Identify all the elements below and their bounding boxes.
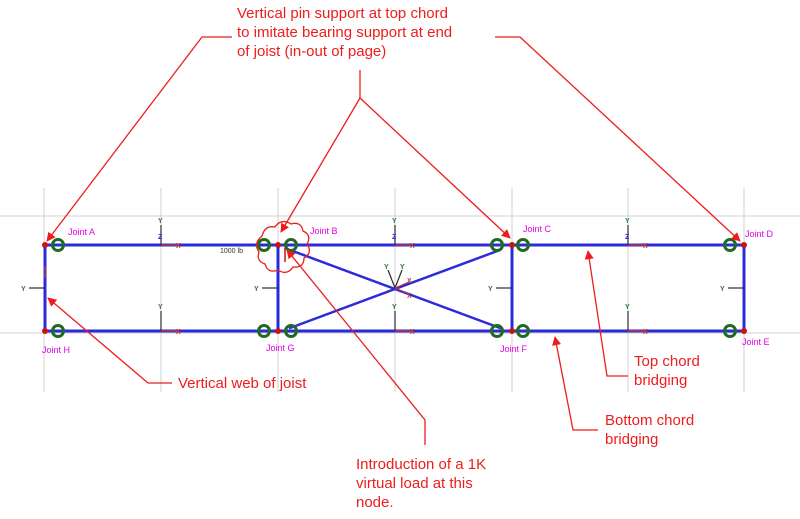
diagonal-2 bbox=[288, 248, 502, 330]
triad-bot-628: Y X bbox=[625, 304, 648, 336]
svg-text:Y: Y bbox=[400, 264, 405, 271]
joint-node-b bbox=[275, 242, 281, 248]
svg-text:to imitate bearing support at: to imitate bearing support at end bbox=[237, 24, 452, 41]
annotation-pin-support: Vertical pin support at top chord to imi… bbox=[237, 5, 452, 60]
support-circle bbox=[490, 324, 504, 338]
svg-text:Bottom chord: Bottom chord bbox=[605, 412, 694, 429]
support-circle bbox=[257, 238, 271, 252]
svg-text:of joist (in-out of page): of joist (in-out of page) bbox=[237, 43, 386, 60]
joint-label-a: Joint A bbox=[68, 227, 95, 237]
leader-pin-to-c bbox=[359, 97, 511, 239]
support-circle bbox=[516, 238, 530, 252]
joint-label-g: Joint G bbox=[266, 343, 295, 353]
leader-bottom-bridging bbox=[552, 336, 598, 431]
joint-label-b: Joint B bbox=[310, 226, 338, 236]
svg-text:X: X bbox=[407, 293, 412, 300]
annotation-virtual-load: Introduction of a 1K virtual load at thi… bbox=[356, 456, 486, 511]
leader-top-bridging bbox=[584, 250, 628, 377]
triad-top-161: Y X Z bbox=[158, 218, 181, 250]
support-circle bbox=[516, 324, 530, 338]
svg-text:Y: Y bbox=[392, 304, 397, 311]
triad-top-395: Y X Z bbox=[392, 218, 415, 250]
svg-text:X: X bbox=[643, 243, 648, 250]
support-circle bbox=[723, 238, 737, 252]
triad-bot-395: Y X bbox=[392, 304, 415, 336]
svg-text:node.: node. bbox=[356, 494, 394, 511]
svg-text:Y: Y bbox=[392, 218, 397, 225]
leader-pin-to-b bbox=[280, 97, 361, 233]
leader-pin-to-d bbox=[495, 36, 741, 242]
annotation-leaders bbox=[46, 36, 741, 445]
support-circle bbox=[51, 238, 65, 252]
joint-node-h bbox=[42, 328, 48, 334]
leader-virtual-load bbox=[286, 249, 426, 445]
triad-web-left: Y bbox=[21, 266, 46, 293]
triad-web-g: Y bbox=[254, 286, 278, 293]
leader-pin-to-a bbox=[46, 36, 232, 242]
joint-node-e bbox=[741, 328, 747, 334]
support-circle bbox=[284, 324, 298, 338]
svg-text:Top chord: Top chord bbox=[634, 353, 700, 370]
annotation-bottom-bridging: Bottom chord bridging bbox=[605, 412, 694, 448]
triad-top-628: Y X Z bbox=[625, 218, 648, 250]
svg-text:Y: Y bbox=[158, 218, 163, 225]
svg-text:Vertical pin support at top ch: Vertical pin support at top chord bbox=[237, 5, 448, 22]
svg-text:X: X bbox=[407, 278, 412, 285]
svg-text:X: X bbox=[176, 329, 181, 336]
annotation-vertical-web: Vertical web of joist bbox=[178, 375, 307, 392]
svg-text:Z: Z bbox=[158, 234, 163, 241]
joint-node-f bbox=[509, 328, 515, 334]
svg-text:Y: Y bbox=[488, 286, 493, 293]
svg-text:1000 lb: 1000 lb bbox=[220, 248, 243, 255]
joint-node-d bbox=[741, 242, 747, 248]
svg-text:Y: Y bbox=[21, 286, 26, 293]
joint-label-c: Joint C bbox=[523, 224, 552, 234]
joint-node-g bbox=[275, 328, 281, 334]
svg-text:X: X bbox=[176, 243, 181, 250]
svg-text:X: X bbox=[643, 329, 648, 336]
svg-text:Z: Z bbox=[625, 234, 630, 241]
svg-text:bridging: bridging bbox=[634, 372, 687, 389]
load-at-joint-b: 1000 lb bbox=[220, 248, 286, 262]
svg-text:Vertical web of joist: Vertical web of joist bbox=[178, 375, 307, 392]
joint-node-c bbox=[509, 242, 515, 248]
support-circle bbox=[257, 324, 271, 338]
svg-text:Y: Y bbox=[158, 304, 163, 311]
svg-text:Y: Y bbox=[625, 218, 630, 225]
joint-node-a bbox=[42, 242, 48, 248]
svg-text:virtual load at this: virtual load at this bbox=[356, 475, 473, 492]
annotation-top-bridging: Top chord bridging bbox=[634, 353, 700, 389]
triad-bot-161: Y X bbox=[158, 304, 181, 336]
joint-label-d: Joint D bbox=[745, 229, 774, 239]
svg-text:X: X bbox=[410, 243, 415, 250]
support-circle bbox=[490, 238, 504, 252]
svg-text:bridging: bridging bbox=[605, 431, 658, 448]
joint-labels: Joint A Joint B Joint C Joint D Joint E … bbox=[42, 224, 774, 355]
svg-text:Y: Y bbox=[720, 286, 725, 293]
triad-web-f: Y bbox=[488, 286, 512, 293]
cloud-highlight bbox=[255, 220, 311, 274]
support-circle bbox=[723, 324, 737, 338]
svg-text:Y: Y bbox=[625, 304, 630, 311]
joint-label-f: Joint F bbox=[500, 344, 528, 354]
svg-text:Y: Y bbox=[384, 264, 389, 271]
svg-text:Z: Z bbox=[392, 234, 397, 241]
triad-web-right: Y bbox=[720, 286, 744, 293]
svg-text:Y: Y bbox=[254, 286, 259, 293]
triad-center: Y Y X X bbox=[384, 264, 412, 300]
joint-nodes bbox=[42, 242, 747, 334]
joint-label-e: Joint E bbox=[742, 337, 770, 347]
joint-label-h: Joint H bbox=[42, 345, 70, 355]
leader-vertical-web bbox=[47, 297, 172, 384]
svg-text:X: X bbox=[410, 329, 415, 336]
support-circle bbox=[51, 324, 65, 338]
svg-text:Introduction of a 1K: Introduction of a 1K bbox=[356, 456, 486, 473]
axis-triads: Y X Z Y X Z Y X Z Y X Y X bbox=[21, 218, 744, 336]
